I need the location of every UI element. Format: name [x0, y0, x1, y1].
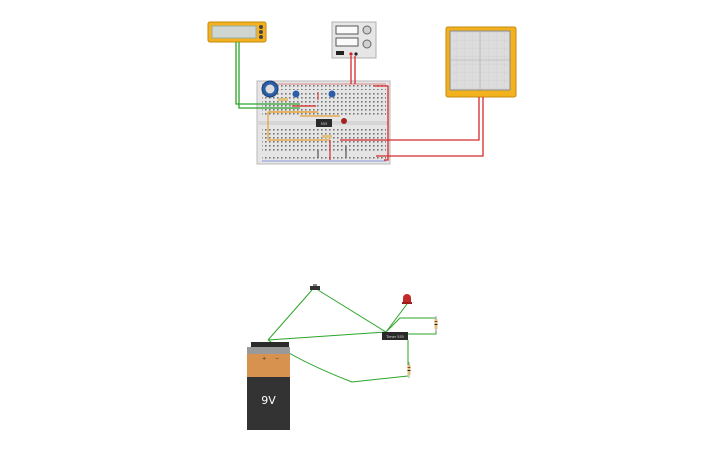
battery-plus-icon: + [262, 356, 266, 362]
breadboard-chip-label: 555 [321, 122, 328, 126]
resistor-right[interactable] [434, 316, 438, 332]
resistor-icon[interactable] [322, 135, 332, 138]
battery-label: 9V [261, 394, 276, 407]
multimeter-knob-icon[interactable] [259, 25, 263, 29]
capacitor-icon[interactable] [292, 90, 300, 98]
multimeter[interactable] [207, 21, 267, 43]
breadboard[interactable]: 555 [256, 80, 391, 165]
voltage-knob-icon[interactable] [362, 25, 372, 35]
led-icon[interactable] [341, 118, 347, 124]
battery-minus-icon: − [275, 356, 279, 362]
breadboard-chip[interactable] [316, 119, 332, 127]
top-wires [235, 42, 484, 161]
led[interactable] [402, 294, 412, 304]
resistor-bottom[interactable] [407, 362, 411, 378]
resistor-icon[interactable] [278, 98, 288, 101]
power-supply[interactable] [331, 21, 377, 59]
battery-9v[interactable]: + − 9V [247, 342, 290, 430]
timer-chip-label: Timer 555 [385, 335, 404, 339]
current-knob-icon[interactable] [362, 39, 372, 49]
capacitor-icon[interactable] [328, 90, 336, 98]
switch[interactable] [310, 286, 320, 290]
oscilloscope[interactable] [445, 26, 517, 98]
timer-chip[interactable]: Timer 555 [382, 332, 408, 340]
